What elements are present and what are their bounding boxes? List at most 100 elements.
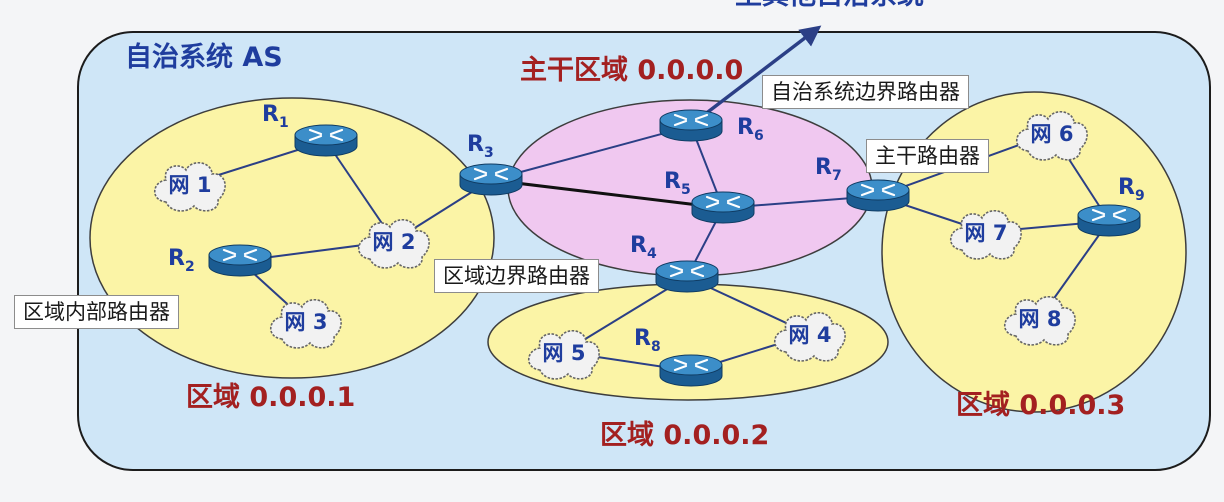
network-label: 网 7 — [965, 221, 1008, 245]
router-r3 — [459, 163, 523, 196]
router-arrow-mark — [243, 254, 258, 262]
router-label-sub: 7 — [832, 168, 842, 184]
router-r6 — [659, 109, 723, 142]
router-label-r9: R9 — [1118, 175, 1145, 204]
callout-internal-router: 区域内部路由器 — [14, 295, 179, 329]
callout-as-boundary-router: 自治系统边界路由器 — [762, 75, 969, 109]
router-arrow-mark — [860, 183, 875, 191]
callout-backbone-router: 主干路由器 — [866, 139, 989, 173]
router-label-sub: 6 — [754, 128, 764, 144]
router-arrow-mark — [673, 119, 688, 127]
cloud-icon — [949, 210, 1022, 260]
router-arrow-mark — [669, 264, 684, 272]
router-arrow-mark — [222, 248, 237, 256]
network-label: 网 1 — [169, 173, 212, 197]
router-top — [294, 124, 358, 146]
router-top — [459, 163, 523, 185]
router-arrow-mark — [860, 189, 875, 197]
router-arrow-mark — [694, 358, 709, 366]
router-arrow-mark — [881, 183, 896, 191]
router-label-base: R — [467, 132, 484, 157]
external-as-label: 至其他自治系统 — [735, 0, 924, 11]
router-top — [655, 260, 719, 282]
network-cloud-n7: 网 7 — [949, 210, 1022, 260]
router-label-base: R — [634, 326, 651, 351]
router-arrow-mark — [726, 195, 741, 203]
link-r3-r5 — [490, 178, 724, 210]
router-arrow-mark — [705, 201, 720, 209]
network-label: 网 2 — [373, 230, 416, 254]
router-label-base: R — [815, 155, 832, 180]
router-arrow-mark — [705, 195, 720, 203]
cloud-icon — [773, 312, 846, 362]
router-label-sub: 2 — [185, 259, 195, 275]
networks-layer: 网 1 网 2 网 3 网 4 网 5 网 6 网 7 网 8 — [153, 111, 1088, 380]
router-arrow-mark — [473, 173, 488, 181]
router-top — [846, 179, 910, 201]
router-label-base: R — [737, 115, 754, 140]
router-arrow-mark — [1091, 214, 1106, 222]
router-arrow-mark — [473, 167, 488, 175]
cloud-icon — [1003, 296, 1076, 346]
router-label-sub: 9 — [1135, 188, 1145, 204]
router-arrow-mark — [1112, 214, 1127, 222]
router-arrow-mark — [308, 128, 323, 136]
autonomous-system-title: 自治系统 AS — [125, 41, 283, 73]
router-r4 — [655, 260, 719, 293]
area-3-title: 区域 0.0.0.3 — [956, 390, 1125, 421]
router-label-sub: 8 — [651, 339, 661, 355]
router-arrow-mark — [673, 358, 688, 366]
router-r9 — [1077, 204, 1141, 237]
router-arrow-mark — [726, 201, 741, 209]
area-1-title: 区域 0.0.0.1 — [186, 382, 355, 413]
router-top — [691, 191, 755, 213]
router-label-r5: R5 — [664, 169, 691, 198]
router-top — [208, 244, 272, 266]
router-arrow-mark — [669, 270, 684, 278]
router-label-r4: R4 — [630, 233, 657, 262]
router-label-r3: R3 — [467, 132, 494, 161]
backbone-area-title: 主干区域 0.0.0.0 — [520, 55, 743, 86]
router-label-r8: R8 — [634, 326, 661, 355]
router-arrow-mark — [243, 248, 258, 256]
network-label: 网 8 — [1019, 307, 1062, 331]
router-label-r7: R7 — [815, 155, 842, 184]
router-arrow-mark — [1112, 208, 1127, 216]
cloud-icon — [153, 162, 226, 212]
router-label-base: R — [1118, 175, 1135, 200]
network-label: 网 6 — [1031, 122, 1074, 146]
network-cloud-n3: 网 3 — [269, 299, 342, 349]
router-label-sub: 5 — [681, 182, 691, 198]
router-r7 — [846, 179, 910, 212]
router-arrow-mark — [222, 254, 237, 262]
router-arrow-mark — [673, 364, 688, 372]
router-arrow-mark — [690, 270, 705, 278]
router-top — [1077, 204, 1141, 226]
router-arrow-mark — [329, 134, 344, 142]
cloud-icon — [1015, 111, 1088, 161]
router-label-base: R — [630, 233, 647, 258]
network-label: 网 4 — [789, 323, 832, 347]
network-cloud-n1: 网 1 — [153, 162, 226, 212]
router-label-base: R — [168, 246, 185, 271]
router-label-base: R — [664, 169, 681, 194]
router-arrow-mark — [690, 264, 705, 272]
router-arrow-mark — [494, 173, 509, 181]
router-label-r1: R1 — [262, 102, 289, 131]
cloud-icon — [357, 219, 430, 269]
router-arrow-mark — [673, 113, 688, 121]
cloud-icon — [527, 330, 600, 380]
area-2-title: 区域 0.0.0.2 — [600, 420, 769, 451]
router-arrow-mark — [694, 119, 709, 127]
router-arrow-mark — [494, 167, 509, 175]
network-cloud-n2: 网 2 — [357, 219, 430, 269]
router-arrow-mark — [694, 113, 709, 121]
router-r8 — [659, 354, 723, 387]
cloud-icon — [269, 299, 342, 349]
network-cloud-n6: 网 6 — [1015, 111, 1088, 161]
network-cloud-n5: 网 5 — [527, 330, 600, 380]
router-label-r6: R6 — [737, 115, 764, 144]
